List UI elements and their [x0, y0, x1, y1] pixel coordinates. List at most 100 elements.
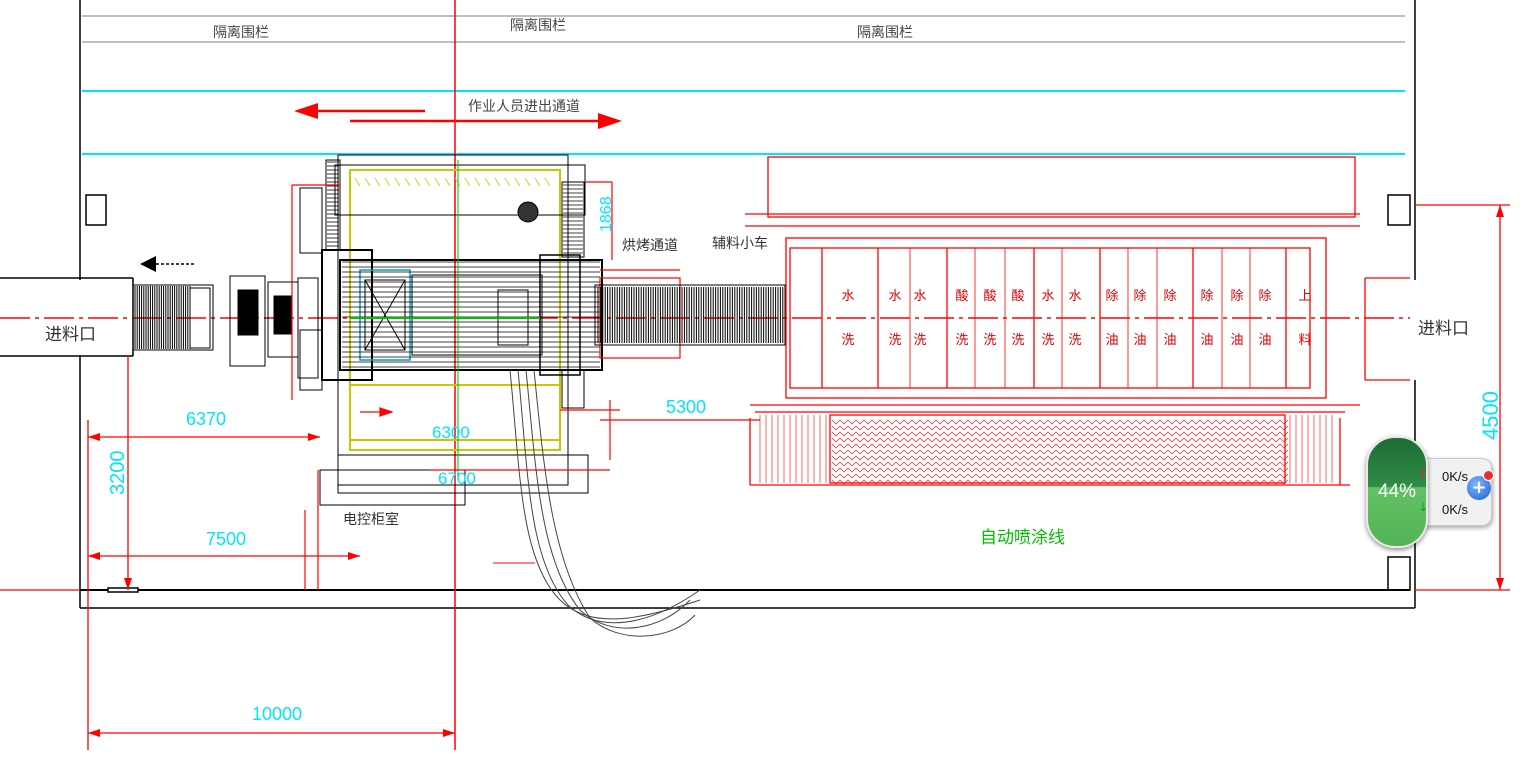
hatch-line	[514, 177, 521, 187]
control-room-label: 电控柜室	[343, 511, 399, 528]
hatch-line	[474, 177, 481, 187]
fence-label-3: 隔离围栏	[857, 24, 913, 41]
hatch-line	[544, 177, 551, 187]
dim-7500: 7500	[206, 529, 246, 549]
hatch-line	[374, 177, 381, 187]
dim-5300: 5300	[666, 397, 706, 417]
tank-label-char: 洗	[1041, 333, 1054, 348]
hatch-line	[534, 177, 541, 187]
tank-label-char: 料	[1298, 333, 1311, 348]
notification-dot	[1483, 470, 1494, 481]
tank-label-char: 洗	[983, 333, 996, 348]
hatch-line	[494, 177, 501, 187]
tank-label-char: 洗	[913, 333, 926, 348]
hatch-zigzag	[831, 473, 1289, 479]
transfer-cart-label: 辅料小车	[712, 235, 768, 252]
hatch-line	[464, 177, 471, 187]
tank-label-char: 洗	[841, 333, 854, 348]
tank-label-char: 除	[1133, 289, 1146, 304]
auto-spray-line-label: 自动喷涂线	[980, 528, 1065, 548]
tank-label-char: 酸	[983, 289, 996, 304]
hatch-zigzag	[831, 419, 1289, 425]
hatch-line	[434, 177, 441, 187]
upload-rate: 0K/s	[1442, 469, 1469, 484]
tank-dividers	[909, 248, 1251, 388]
hatch-line	[394, 177, 401, 187]
fence-label-1: 隔离围栏	[213, 24, 269, 41]
main-machine	[299, 154, 603, 506]
tank-label-char: 水	[841, 289, 854, 304]
tank-label-char: 水	[1041, 289, 1054, 304]
hatch-zigzag	[831, 437, 1289, 443]
right-conveyor	[594, 284, 786, 346]
dim-6300: 6300	[432, 423, 470, 442]
hatch-zigzag	[831, 461, 1289, 467]
walkway-lines	[82, 90, 1405, 155]
hatch-line	[404, 177, 411, 187]
tank-label-char: 油	[1133, 333, 1146, 348]
hatch-line	[364, 177, 371, 187]
feed-inlet-right-label: 进料口	[1418, 319, 1469, 339]
network-speed-widget[interactable]: 44% ↑ 0K/s ↓ 0K/s +	[1366, 436, 1496, 548]
tank-label-char: 除	[1163, 289, 1176, 304]
tank-label-char: 除	[1230, 289, 1243, 304]
hatch-zigzag	[831, 443, 1289, 449]
building-walls	[79, 0, 1416, 609]
tank-label-char: 油	[1230, 333, 1243, 348]
memory-percent: 44%	[1377, 481, 1417, 502]
hatch-line	[414, 177, 421, 187]
hatch-line	[484, 177, 491, 187]
hatch-zigzag	[831, 479, 1289, 485]
tank-label-char: 酸	[955, 289, 968, 304]
hatch-line	[384, 177, 391, 187]
tank-label-char: 洗	[955, 333, 968, 348]
exit-arrow	[140, 256, 195, 272]
fence-label-2: 隔离围栏	[510, 17, 566, 34]
tank-label-char: 除	[1258, 289, 1271, 304]
hatch-zigzag	[831, 455, 1289, 461]
walkway-arrows	[294, 103, 622, 129]
tank-label-char: 水	[913, 289, 926, 304]
tank-label-char: 洗	[1011, 333, 1024, 348]
dim-6700: 6700	[438, 469, 476, 488]
isolation-fence	[82, 15, 1405, 43]
drying-channel-label: 烘烤通道	[622, 238, 678, 254]
tank-label-char: 水	[1068, 289, 1081, 304]
hatch-zigzag	[831, 431, 1289, 437]
tank-label-char: 洗	[1068, 333, 1081, 348]
tank-label-char: 上	[1298, 289, 1311, 304]
upload-arrow-icon: ↑	[1418, 468, 1429, 482]
left-conveyor	[132, 275, 319, 379]
hatch-line	[524, 177, 531, 187]
dim-3200: 3200	[107, 451, 129, 496]
dim-1868: 1868	[598, 196, 615, 232]
tank-label-char: 水	[888, 289, 901, 304]
spray-booth-hatch	[759, 415, 1333, 485]
feed-inlet-left-label: 进料口	[45, 325, 96, 345]
hatch-line	[354, 177, 361, 187]
tank-label-char: 油	[1200, 333, 1213, 348]
tank-label-char: 酸	[1011, 289, 1024, 304]
cables	[509, 369, 701, 637]
tank-label-char: 除	[1105, 289, 1118, 304]
pretreatment-line	[745, 156, 1410, 486]
hatch-zigzag	[831, 449, 1289, 455]
walkway-label: 作业人员进出通道	[468, 99, 580, 115]
tank-label-char: 洗	[888, 333, 901, 348]
hatch-line	[424, 177, 431, 187]
dim-10000: 10000	[252, 704, 302, 724]
hatch-line	[444, 177, 451, 187]
memory-percent-ball[interactable]: 44%	[1366, 436, 1428, 548]
machine-red-frame	[291, 181, 760, 590]
tank-label-char: 油	[1163, 333, 1176, 348]
dimension-lines	[0, 204, 1510, 750]
download-arrow-icon: ↓	[1418, 500, 1429, 514]
dim-4500: 4500	[1478, 391, 1503, 440]
hatch-zigzag	[831, 467, 1289, 473]
download-rate: 0K/s	[1442, 502, 1469, 517]
hatch-line	[504, 177, 511, 187]
dim-6370: 6370	[186, 409, 226, 429]
tank-label-char: 油	[1105, 333, 1118, 348]
